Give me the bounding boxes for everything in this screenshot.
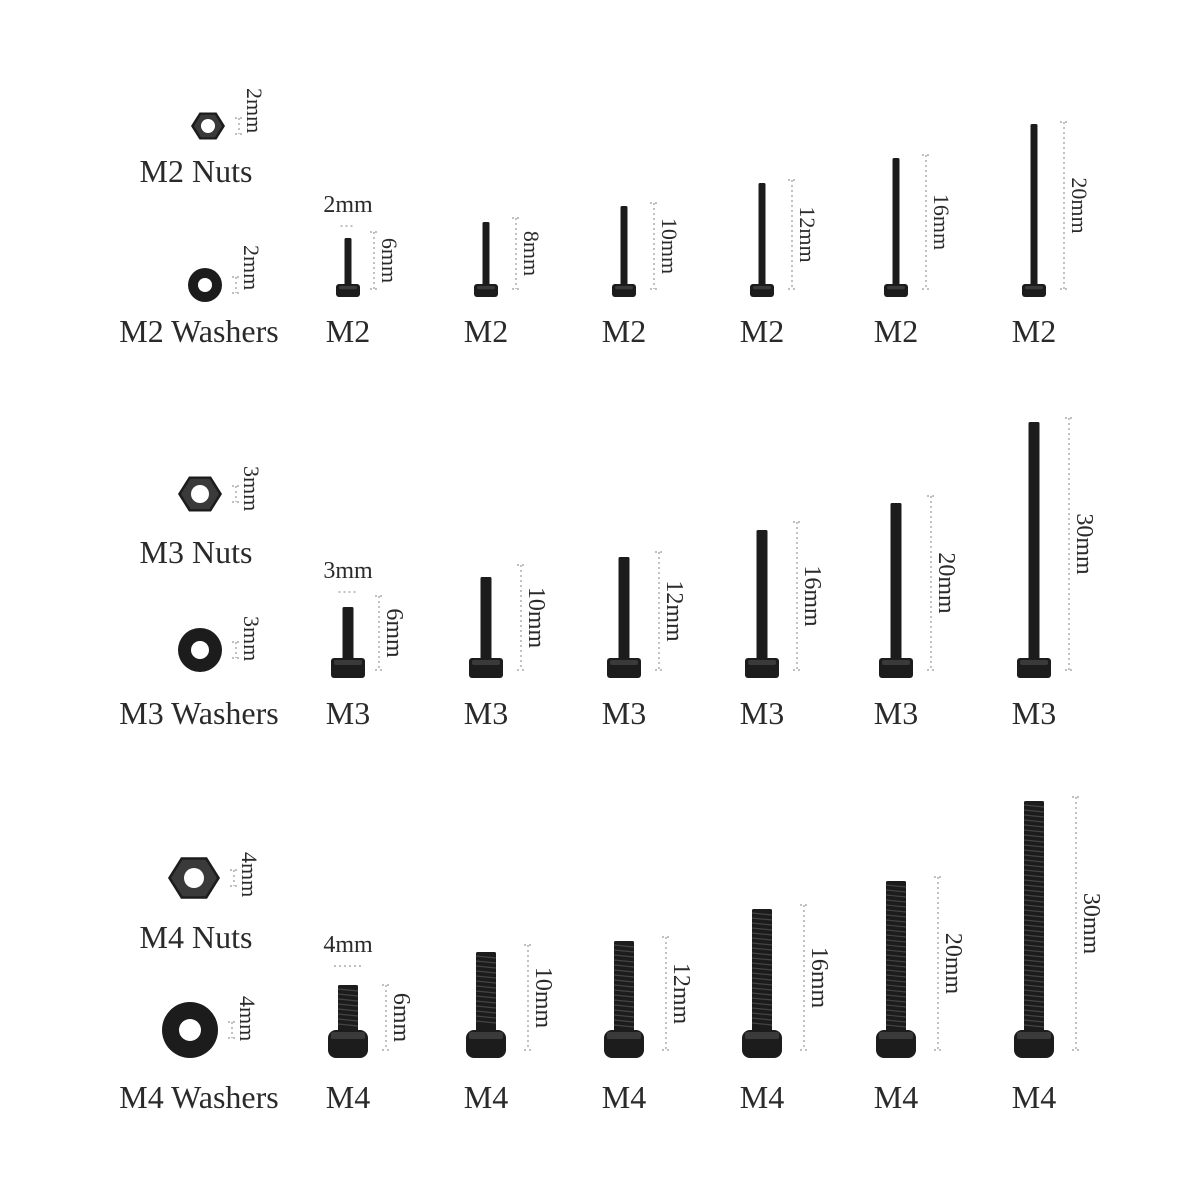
diameter-label: 3mm (323, 558, 373, 584)
washer-icon (162, 1002, 218, 1058)
screw-size-label: M4 (326, 1079, 370, 1115)
washer-thickness-label: 2mm (239, 245, 264, 290)
screw-length-label: 8mm (519, 231, 544, 276)
screw-length-label: 10mm (530, 967, 556, 1029)
washer-icon (188, 268, 222, 302)
screw-length-label: 16mm (806, 947, 832, 1009)
washer-label: M4 Washers (119, 1079, 278, 1115)
screw-size-label: M3 (874, 695, 918, 731)
screw-length-label: 6mm (381, 608, 407, 658)
screw-size-label: M4 (1012, 1079, 1056, 1115)
screw-length-label: 30mm (1071, 513, 1097, 575)
screw-length-label: 12mm (661, 580, 687, 642)
nut-icon (178, 476, 222, 512)
screw-length-label: 20mm (933, 552, 959, 614)
screw-size-label: M2 (740, 313, 784, 349)
nut-label: M4 Nuts (140, 919, 253, 955)
screw-length-label: 20mm (1067, 177, 1092, 233)
washer-label: M2 Washers (119, 313, 278, 349)
screw-size-label: M3 (326, 695, 370, 731)
screw-size-label: M4 (464, 1079, 508, 1115)
screw-length-label: 10mm (657, 218, 682, 274)
nut-thickness-label: 2mm (242, 88, 267, 133)
nut-icon (191, 112, 225, 140)
screw-length-label: 6mm (388, 993, 414, 1043)
screw-length-label: 16mm (799, 565, 825, 627)
washer-icon (178, 628, 222, 672)
screw-size-label: M4 (740, 1079, 784, 1115)
screw-size-label: M2 (1012, 313, 1056, 349)
screw-length-label: 16mm (929, 194, 954, 250)
nut-thickness-label: 4mm (237, 852, 262, 897)
nut-label: M3 Nuts (140, 534, 253, 570)
screw-length-label: 6mm (377, 238, 402, 283)
screw-size-label: M3 (740, 695, 784, 731)
nut-thickness-label: 3mm (239, 466, 264, 511)
washer-thickness-label: 3mm (239, 616, 264, 661)
screw-size-label: M2 (464, 313, 508, 349)
nut-label: M2 Nuts (140, 153, 253, 189)
screw-length-label: 10mm (523, 587, 549, 649)
washer-thickness-label: 4mm (235, 996, 260, 1041)
screw-size-label: M3 (602, 695, 646, 731)
washer-label: M3 Washers (119, 695, 278, 731)
screw-size-label: M3 (1012, 695, 1056, 731)
nut-icon (168, 857, 220, 899)
screw-size-label: M2 (326, 313, 370, 349)
screw-length-label: 30mm (1078, 893, 1104, 955)
screw-size-label: M4 (874, 1079, 918, 1115)
screw-length-label: 12mm (668, 963, 694, 1025)
diameter-label: 2mm (323, 192, 373, 218)
screw-size-label: M2 (602, 313, 646, 349)
screw-length-label: 12mm (795, 206, 820, 262)
screw-size-label: M4 (602, 1079, 646, 1115)
screw-size-label: M2 (874, 313, 918, 349)
diameter-label: 4mm (323, 932, 373, 958)
screw-length-label: 20mm (940, 933, 966, 995)
screw-size-label: M3 (464, 695, 508, 731)
